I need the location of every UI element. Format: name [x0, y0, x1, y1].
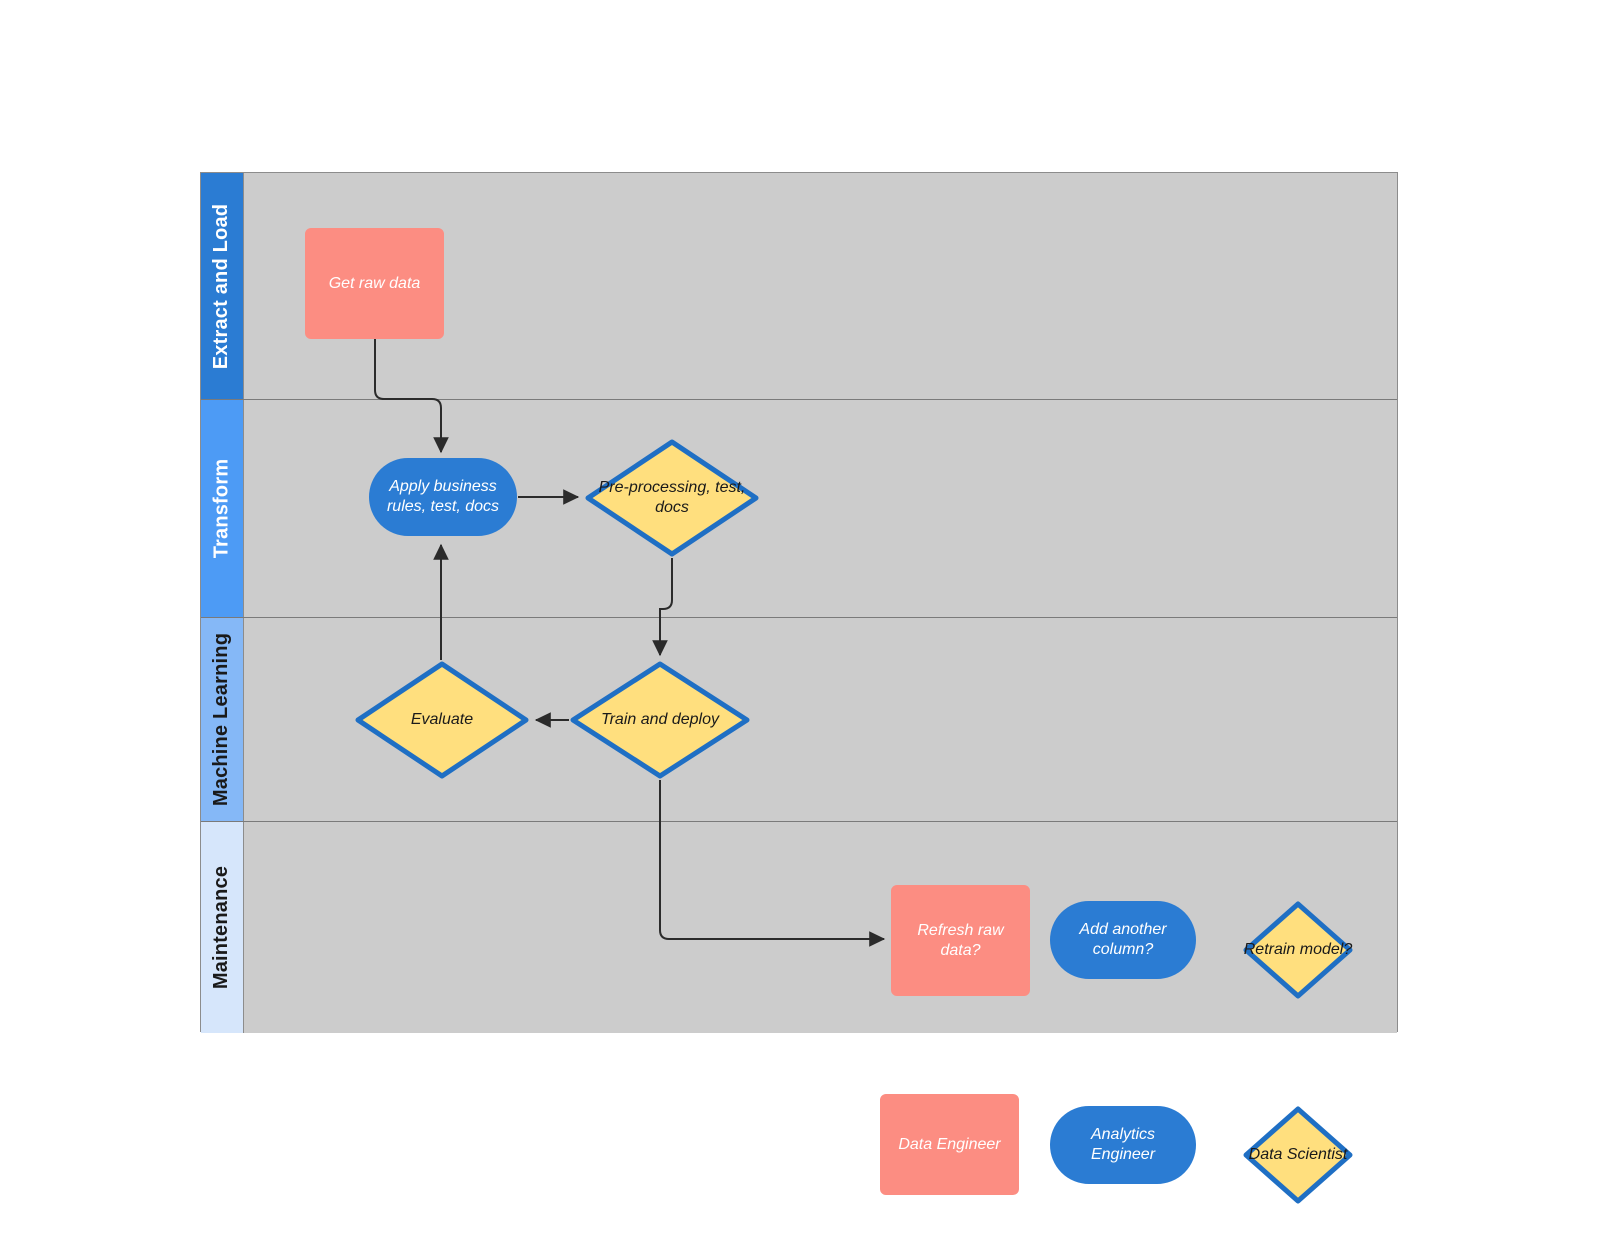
lane-label-machine-learning: Machine Learning [210, 632, 233, 807]
node-label-evaluate: Evaluate [410, 711, 474, 729]
node-label-get-raw-data: Get raw data [328, 274, 421, 292]
legend-item-analytics-engineer[interactable]: Analytics Engineer [1050, 1106, 1196, 1184]
role-legend: Data Engineer Analytics Engineer Data Sc… [880, 1086, 1360, 1204]
legend-label-analytics-engineer: Analytics Engineer [1090, 1126, 1156, 1163]
node-evaluate[interactable]: Evaluate [355, 661, 529, 779]
legend-item-data-scientist[interactable]: Data Scientist [1243, 1106, 1353, 1204]
node-train-and-deploy[interactable]: Train and deploy [570, 661, 750, 779]
diamond-shape [1243, 1106, 1353, 1204]
node-apply-business-rules[interactable]: Apply business rules, test, docs [369, 458, 517, 536]
node-get-raw-data[interactable]: Get raw data [305, 228, 444, 339]
node-label-retrain-model: Retrain model? [1243, 941, 1353, 959]
lane-label-maintenance: Maintenance [210, 865, 233, 990]
node-add-another-column[interactable]: Add another column? [1050, 901, 1196, 979]
legend-label-data-scientist: Data Scientist [1248, 1146, 1348, 1164]
diamond-shape [355, 661, 529, 779]
node-label-refresh-raw-data: Refresh raw data? [917, 921, 1004, 959]
lane-header-maintenance: Maintenance [201, 822, 244, 1033]
lane-label-transform: Transform [210, 458, 233, 559]
diamond-shape [1243, 901, 1353, 999]
legend-label-data-engineer: Data Engineer [898, 1135, 1001, 1153]
node-label-apply-business-rules: Apply business rules, test, docs [386, 478, 500, 515]
node-retrain-model[interactable]: Retrain model? [1243, 901, 1353, 999]
lane-header-transform: Transform [201, 400, 244, 617]
lane-maintenance[interactable]: Maintenance [201, 822, 1397, 1033]
lane-label-extract-and-load: Extract and Load [210, 203, 233, 369]
lane-header-extract-and-load: Extract and Load [201, 173, 244, 399]
node-label-add-another-column: Add another column? [1079, 921, 1167, 958]
diamond-shape [585, 439, 759, 557]
node-pre-processing[interactable]: Pre-processing, test, docs [585, 439, 759, 557]
lane-header-machine-learning: Machine Learning [201, 618, 244, 821]
node-label-pre-processing: Pre-processing, test, docs [598, 479, 746, 516]
node-label-train-and-deploy: Train and deploy [601, 711, 719, 729]
diamond-shape [570, 661, 750, 779]
lane-body-maintenance [244, 822, 1397, 1033]
legend-item-data-engineer[interactable]: Data Engineer [880, 1094, 1019, 1195]
node-refresh-raw-data[interactable]: Refresh raw data? [891, 885, 1030, 996]
